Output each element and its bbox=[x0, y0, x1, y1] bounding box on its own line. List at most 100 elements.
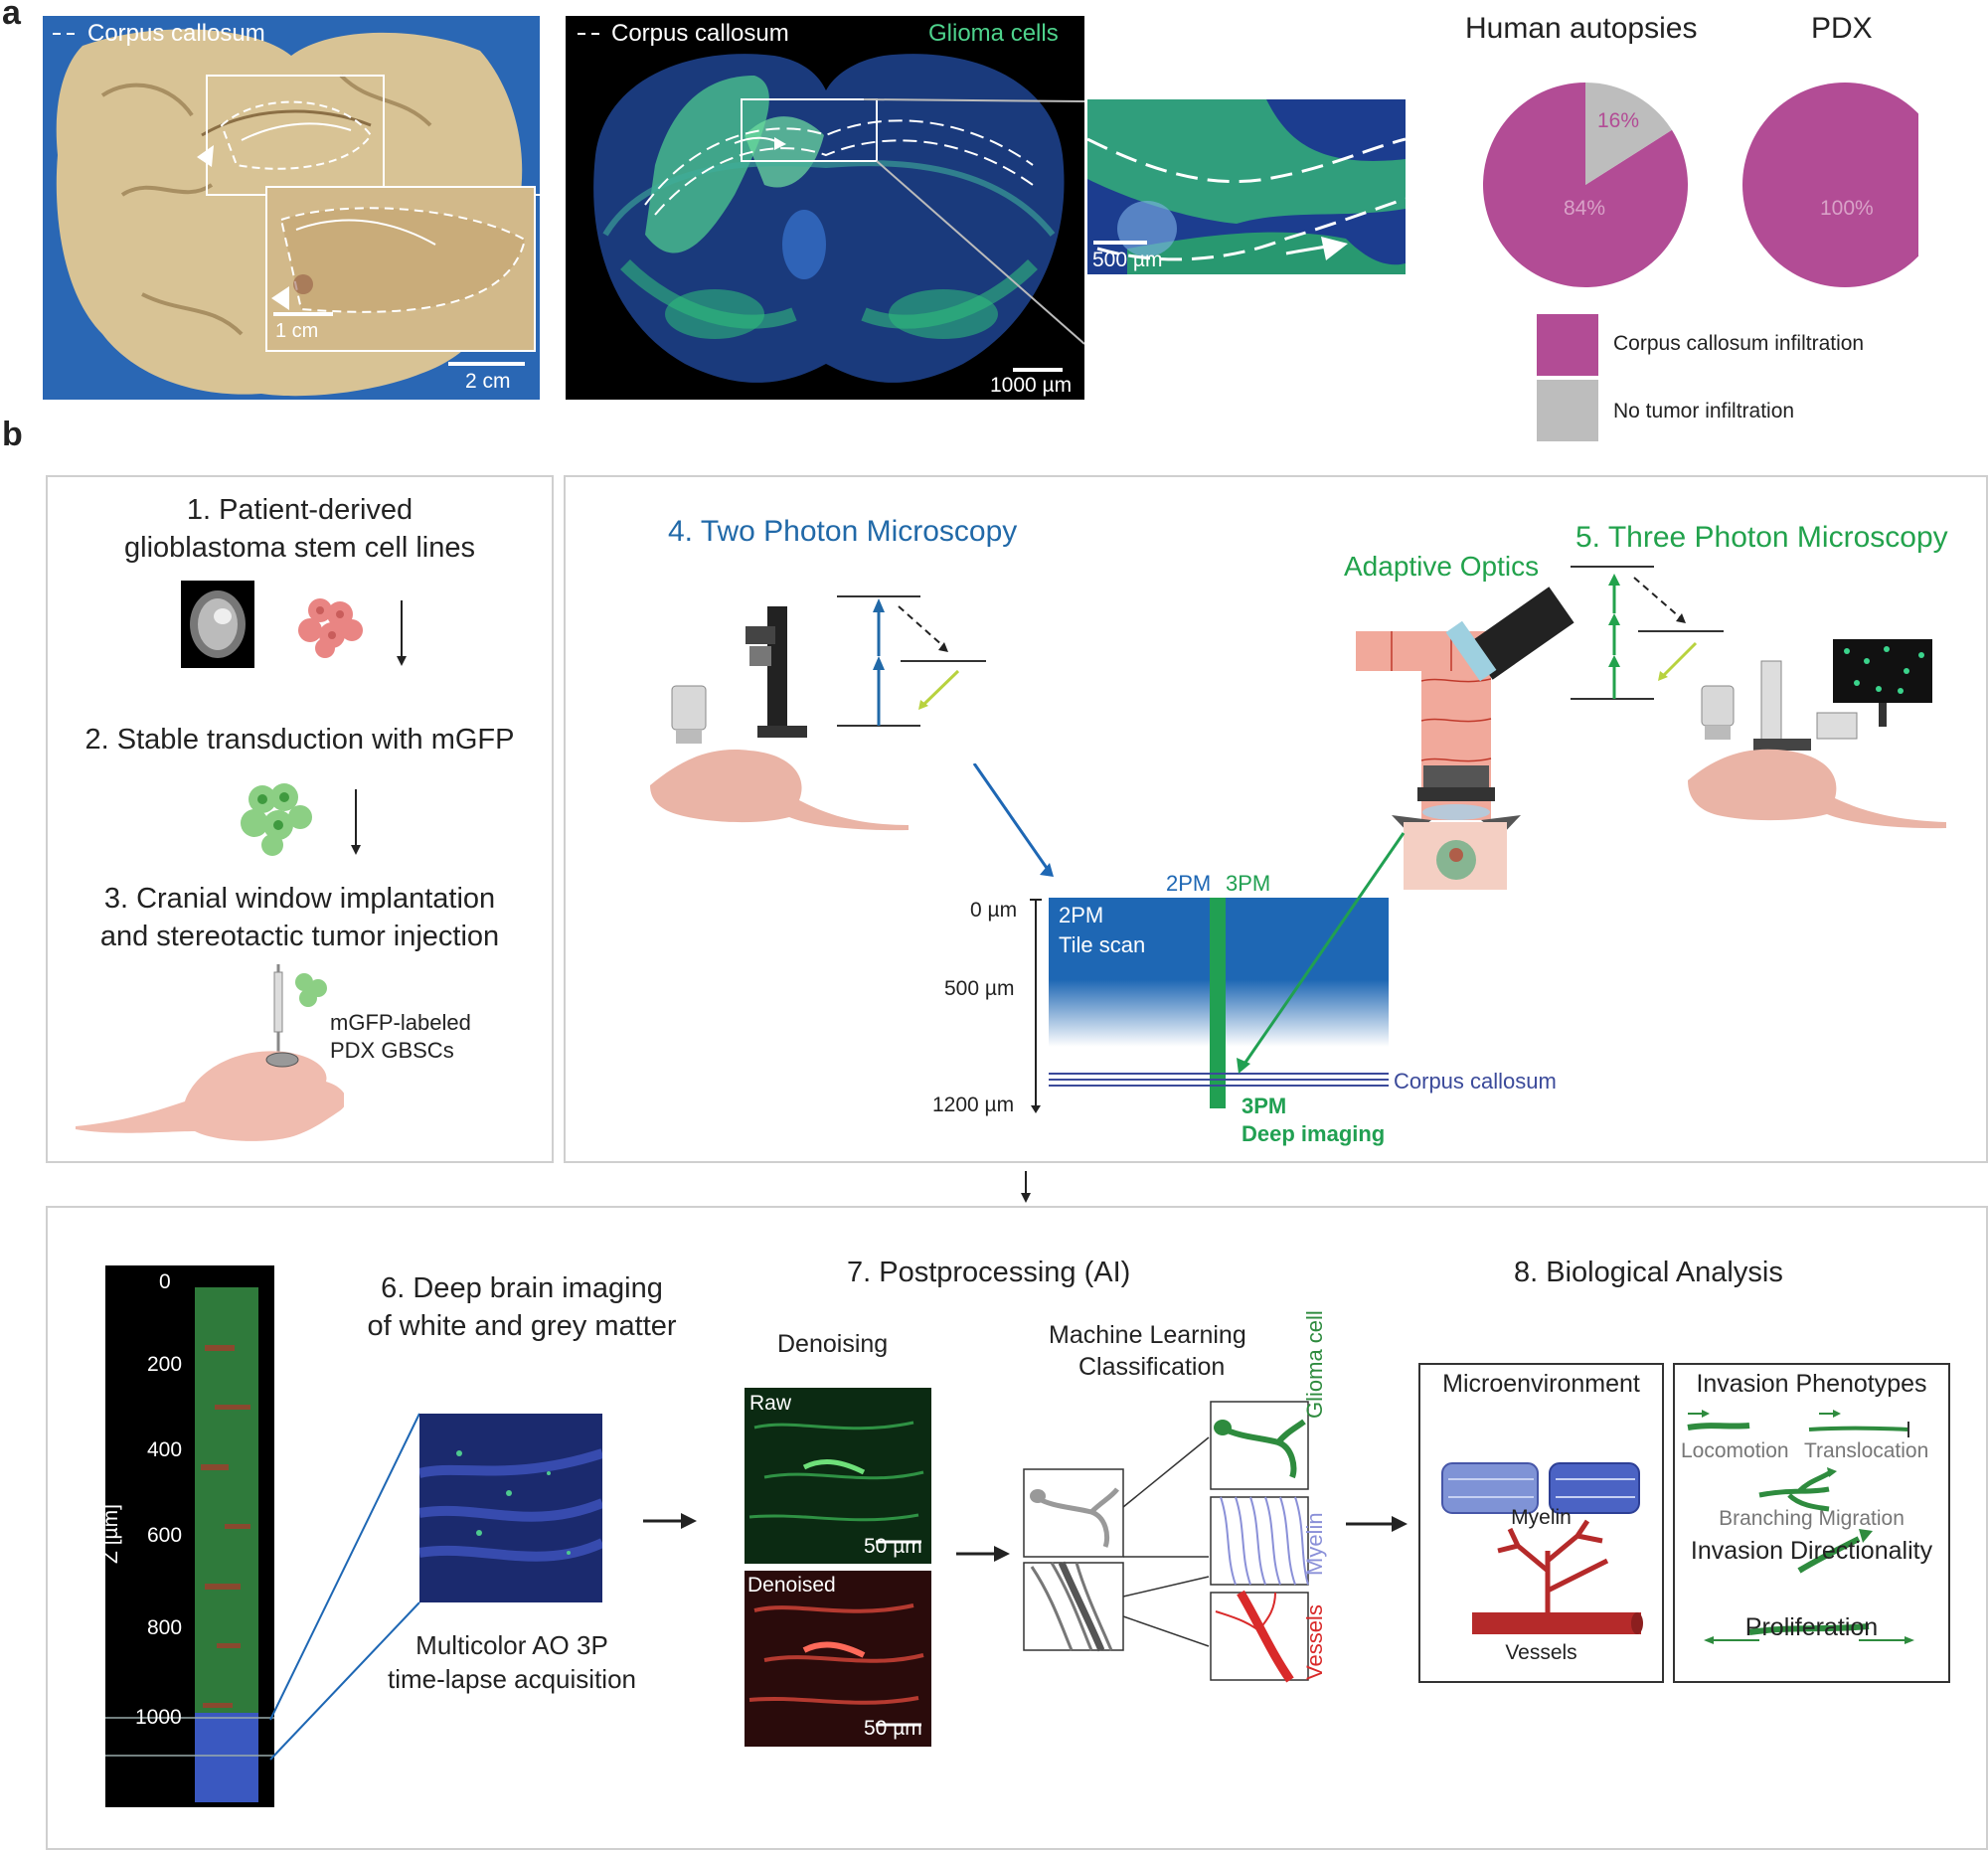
section-scale: 1000 µm bbox=[990, 374, 1073, 397]
micro-title: Microenvironment bbox=[1442, 1370, 1640, 1398]
raw-label: Raw bbox=[749, 1392, 792, 1415]
depth-1200: 1200 µm bbox=[932, 1094, 1015, 1116]
human-pie-title: Human autopsies bbox=[1465, 12, 1698, 45]
step3-illustration bbox=[76, 964, 344, 1141]
acquisition-image bbox=[419, 1414, 602, 1602]
steps-6-8-box bbox=[46, 1206, 1988, 1850]
autopsy-inset-scale: 1 cm bbox=[275, 320, 319, 342]
step1-line1: 1. Patient-derived bbox=[186, 494, 414, 526]
arrow-denoise-to-ml bbox=[956, 1546, 1010, 1562]
step1-line2: glioblastoma stem cell lines bbox=[124, 532, 475, 564]
section-legend: Corpus callosum bbox=[611, 20, 789, 47]
inv-directionality: Invasion Directionality bbox=[1690, 1537, 1933, 1565]
raw-image bbox=[745, 1388, 931, 1564]
step3-note1: mGFP-labeled bbox=[330, 1010, 471, 1035]
three-photon-setup bbox=[1356, 587, 1574, 890]
deep-line1: 3PM bbox=[1242, 1094, 1287, 1118]
human-autopsy-pie bbox=[1483, 83, 1688, 287]
depth-diagram bbox=[972, 763, 1406, 1113]
invasion-box bbox=[1673, 1363, 1950, 1683]
ml-line1: Machine Learning bbox=[1049, 1321, 1246, 1349]
steps-1-3-box bbox=[46, 475, 554, 1163]
col-3pm: 3PM bbox=[1226, 871, 1271, 896]
autopsy-brain-photo bbox=[43, 16, 540, 400]
step5-title: 5. Three Photon Microscopy bbox=[1575, 521, 1948, 554]
inv-translocation: Translocation bbox=[1804, 1439, 1929, 1462]
raw-scale: 50 µm bbox=[864, 1535, 922, 1558]
z-tick-1000: 1000 bbox=[135, 1706, 182, 1729]
legend-swatch-none bbox=[1537, 380, 1598, 441]
step6-acq1: Multicolor AO 3P bbox=[415, 1630, 608, 1660]
depth-500: 500 µm bbox=[944, 977, 1015, 1000]
invasion-illustration bbox=[1687, 1410, 1914, 1644]
microenvironment-box bbox=[1418, 1363, 1664, 1683]
adaptive-optics-label: Adaptive Optics bbox=[1344, 551, 1540, 582]
step8-title: 8. Biological Analysis bbox=[1514, 1257, 1783, 1288]
inv-proliferation: Proliferation bbox=[1744, 1613, 1879, 1641]
arrow-ml-to-analysis bbox=[1346, 1516, 1408, 1532]
z-tick-0: 0 bbox=[159, 1270, 171, 1293]
pdx-pie-slice-infiltration bbox=[1742, 83, 1918, 287]
steps-4-5-box bbox=[564, 475, 1988, 1163]
step4-title: 4. Two Photon Microscopy bbox=[668, 515, 1018, 548]
inv-branching: Branching Migration bbox=[1719, 1507, 1905, 1530]
inv-title: Invasion Phenotypes bbox=[1696, 1370, 1927, 1398]
step6-line2: of white and grey matter bbox=[367, 1310, 677, 1342]
zoom-inset bbox=[1087, 99, 1406, 274]
denoised-image bbox=[745, 1571, 931, 1747]
microenvironment-illustration bbox=[1441, 1462, 1643, 1634]
tile-line1: 2PM bbox=[1059, 903, 1104, 927]
class-vessels: Vessels bbox=[1302, 1604, 1327, 1680]
zoom-scale: 500 µm bbox=[1092, 249, 1163, 271]
micro-vessels: Vessels bbox=[1505, 1641, 1577, 1664]
pdx-pct: 100% bbox=[1820, 197, 1874, 220]
class-glioma: Glioma cell bbox=[1302, 1310, 1327, 1419]
corpus-callosum-label: Corpus callosum bbox=[1394, 1069, 1557, 1094]
human-infiltration-pct: 84% bbox=[1564, 197, 1606, 220]
denoised-label: Denoised bbox=[747, 1574, 836, 1597]
human-pie-slice-none bbox=[1585, 83, 1672, 185]
step6-acq2: time-lapse acquisition bbox=[387, 1664, 636, 1694]
step3-note2: PDX GBSCs bbox=[330, 1038, 454, 1063]
micro-myelin: Myelin bbox=[1511, 1506, 1572, 1529]
z-tick-800: 800 bbox=[147, 1616, 183, 1639]
ml-classification-diagram bbox=[1023, 1401, 1309, 1683]
step7-title: 7. Postprocessing (AI) bbox=[847, 1257, 1131, 1288]
zstack-zoom-lines bbox=[269, 1413, 420, 1761]
step3-line2: and stereotactic tumor injection bbox=[99, 921, 500, 952]
mouse-brain-section bbox=[566, 16, 1084, 400]
two-photon-setup bbox=[650, 595, 986, 831]
z-stack-image bbox=[105, 1265, 274, 1807]
step1-illustration bbox=[181, 581, 407, 668]
class-myelin: Myelin bbox=[1302, 1512, 1327, 1576]
z-tick-600: 600 bbox=[147, 1524, 183, 1547]
autopsy-legend: Corpus callosum bbox=[87, 20, 265, 47]
glioma-cells-legend: Glioma cells bbox=[928, 20, 1059, 47]
inv-locomotion: Locomotion bbox=[1681, 1439, 1789, 1462]
panel-letter-a: a bbox=[2, 0, 21, 32]
arrow-6-to-7 bbox=[643, 1513, 697, 1529]
flow-down-arrow bbox=[1021, 1171, 1031, 1203]
denoised-scale: 50 µm bbox=[864, 1717, 922, 1740]
legend-swatch-infiltration bbox=[1537, 314, 1598, 376]
step2-title: 2. Stable transduction with mGFP bbox=[84, 724, 515, 756]
three-photon-scope bbox=[1571, 566, 1946, 829]
z-axis-label: Z [µm] bbox=[98, 1504, 122, 1564]
depth-0: 0 µm bbox=[970, 899, 1018, 922]
z-tick-200: 200 bbox=[147, 1353, 183, 1376]
denoising-label: Denoising bbox=[777, 1330, 889, 1358]
panel-letter-b: b bbox=[2, 416, 23, 453]
step2-illustration bbox=[241, 783, 361, 856]
pie-charts bbox=[1483, 83, 1918, 287]
legend-infiltration: Corpus callosum infiltration bbox=[1613, 332, 1865, 355]
tile-line2: Tile scan bbox=[1059, 932, 1146, 957]
ml-line2: Classification bbox=[1078, 1353, 1226, 1381]
col-2pm: 2PM bbox=[1166, 871, 1212, 896]
pdx-pie-title: PDX bbox=[1811, 12, 1873, 45]
deep-line2: Deep imaging bbox=[1242, 1121, 1386, 1146]
pdx-pie bbox=[1742, 83, 1918, 287]
step6-line1: 6. Deep brain imaging bbox=[381, 1272, 663, 1304]
human-none-pct: 16% bbox=[1597, 109, 1640, 132]
legend-none: No tumor infiltration bbox=[1613, 400, 1795, 422]
autopsy-scale: 2 cm bbox=[465, 370, 511, 393]
